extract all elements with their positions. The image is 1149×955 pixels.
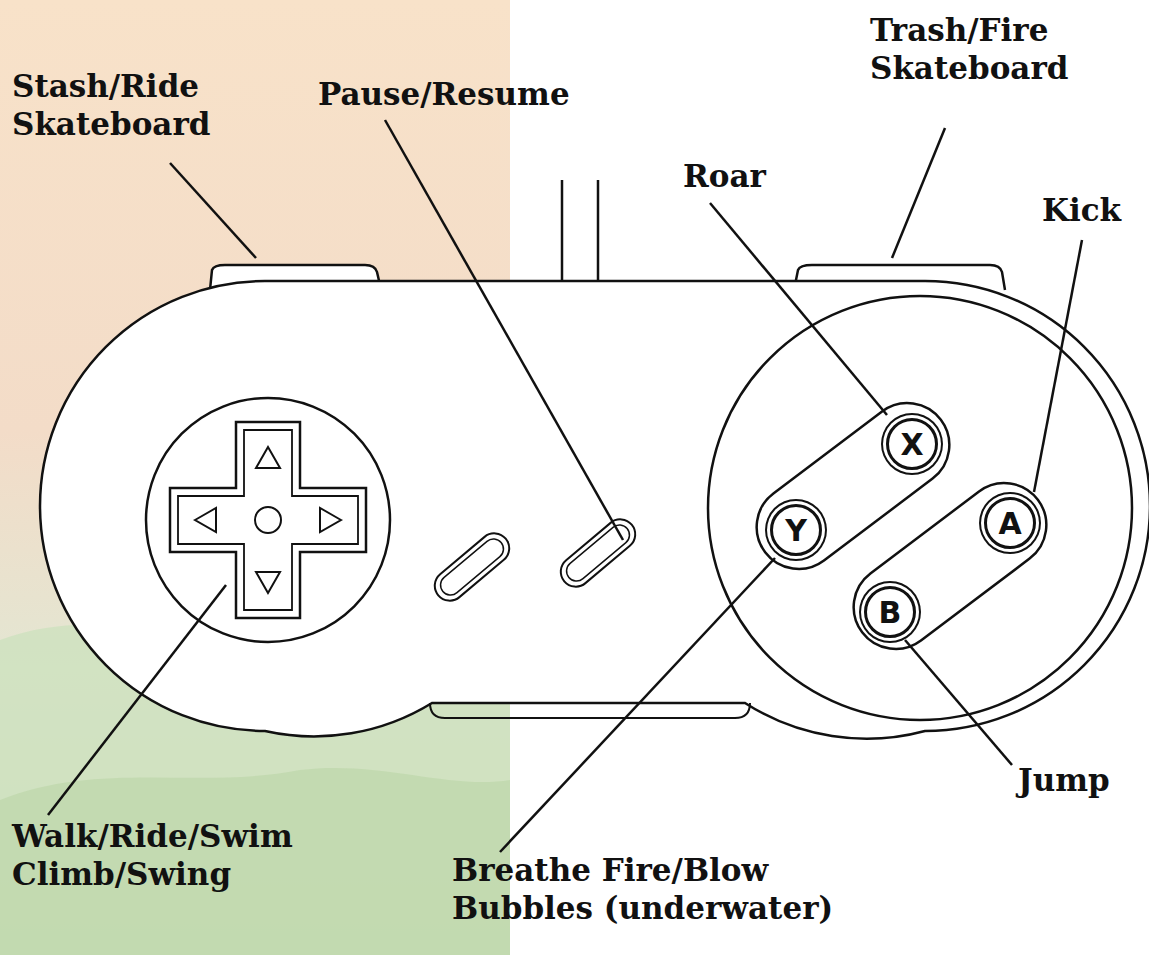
control-label: Kick xyxy=(1042,192,1121,230)
face-button: Y xyxy=(770,504,822,556)
button-letter: B xyxy=(879,595,902,630)
control-label: Trash/Fire Skateboard xyxy=(870,12,1140,88)
control-label: Pause/Resume xyxy=(318,76,570,114)
control-label: Jump xyxy=(1018,762,1110,800)
control-label: Breathe Fire/Blow Bubbles (underwater) xyxy=(452,852,892,928)
control-label: Stash/Ride Skateboard xyxy=(12,68,282,144)
face-button: B xyxy=(864,586,916,638)
face-button: X xyxy=(886,418,938,470)
control-label: Walk/Ride/Swim Climb/Swing xyxy=(12,818,352,894)
button-letter: Y xyxy=(785,513,807,548)
face-button: A xyxy=(984,497,1036,549)
button-letter: X xyxy=(900,427,923,462)
button-letter: A xyxy=(998,506,1021,541)
control-label: Roar xyxy=(683,158,766,196)
